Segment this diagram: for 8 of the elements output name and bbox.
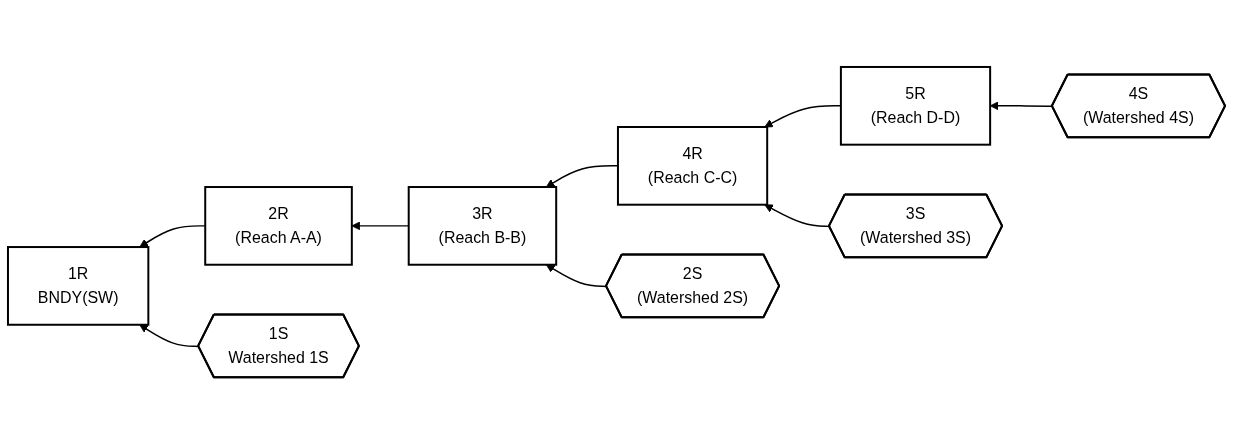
node-box: 4R (Reach C-C) (616, 126, 769, 207)
node-box: 5R (Reach D-D) (839, 66, 992, 147)
arrow (139, 324, 200, 348)
node-box: 1R BNDY(SW) (6, 246, 150, 327)
node-box: 2R (Reach A-A) (204, 186, 353, 267)
node-box: 3R (Reach B-B) (407, 186, 558, 267)
arrow (545, 264, 608, 288)
arrow (139, 225, 206, 248)
